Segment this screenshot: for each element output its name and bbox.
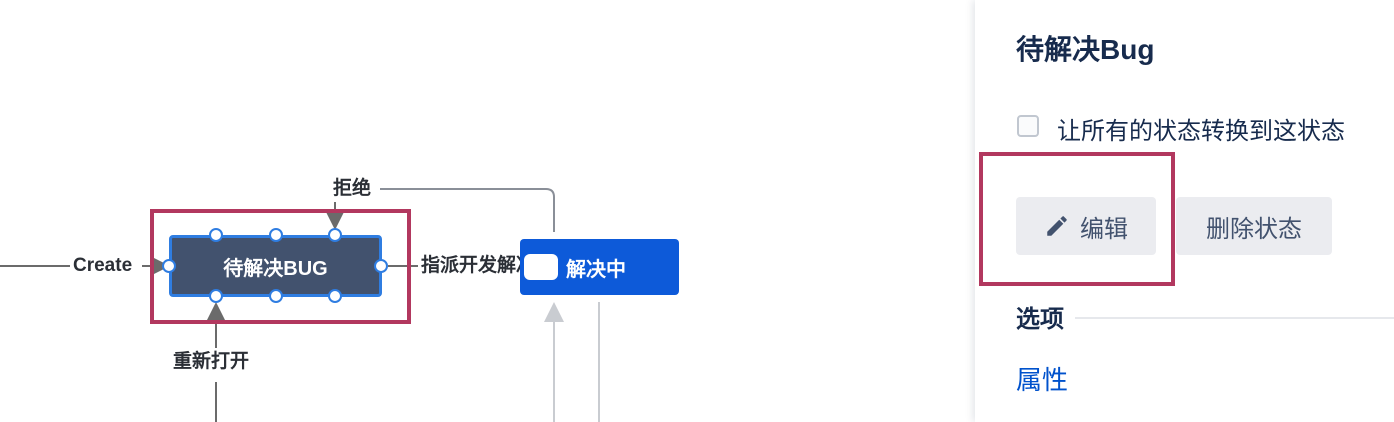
delete-status-button[interactable]: 删除状态 bbox=[1176, 197, 1332, 255]
reject-connector bbox=[380, 188, 555, 232]
edge-label-assign[interactable]: 指派开发解决 bbox=[421, 255, 536, 277]
resize-handle[interactable] bbox=[328, 228, 342, 242]
status-details-panel: 待解决Bug 让所有的状态转换到这状态 编辑 删除状态 选项 属性 bbox=[975, 0, 1394, 422]
allow-all-transitions-checkbox[interactable] bbox=[1017, 115, 1039, 137]
resize-handle[interactable] bbox=[328, 289, 342, 303]
workflow-connectors bbox=[0, 188, 600, 422]
options-heading: 选项 bbox=[1016, 306, 1064, 333]
status-category-chip bbox=[524, 254, 558, 280]
pencil-icon bbox=[1047, 216, 1067, 236]
status-node-label: 解决中 bbox=[566, 258, 626, 281]
resize-handle[interactable] bbox=[269, 228, 283, 242]
connection-handle[interactable] bbox=[374, 259, 388, 273]
edit-button-highlight bbox=[979, 152, 1175, 286]
status-node-label: 待解决BUG bbox=[223, 257, 328, 280]
connection-handle[interactable] bbox=[162, 259, 176, 273]
section-divider bbox=[1075, 317, 1394, 319]
resize-handle[interactable] bbox=[209, 289, 223, 303]
allow-all-transitions-label[interactable]: 让所有的状态转换到这状态 bbox=[1057, 118, 1345, 145]
resize-handle[interactable] bbox=[269, 289, 283, 303]
status-node-pending-bug[interactable]: 待解决BUG bbox=[169, 235, 382, 297]
selected-node-highlight bbox=[150, 209, 411, 324]
workflow-canvas[interactable]: Create 拒绝 指派开发解决 重新打开 待解决BUG 解决中 bbox=[0, 0, 975, 422]
edit-button[interactable]: 编辑 bbox=[1016, 197, 1156, 255]
properties-link[interactable]: 属性 bbox=[1016, 365, 1069, 395]
resize-handle[interactable] bbox=[209, 228, 223, 242]
delete-status-label: 删除状态 bbox=[1206, 215, 1302, 243]
edge-label-reject[interactable]: 拒绝 bbox=[333, 178, 372, 200]
panel-title: 待解决Bug bbox=[1016, 34, 1155, 65]
status-node-resolving[interactable]: 解决中 bbox=[520, 239, 679, 295]
edge-label-create[interactable]: Create bbox=[73, 255, 133, 277]
edit-button-label: 编辑 bbox=[1080, 215, 1128, 243]
edge-label-reopen[interactable]: 重新打开 bbox=[173, 351, 250, 373]
